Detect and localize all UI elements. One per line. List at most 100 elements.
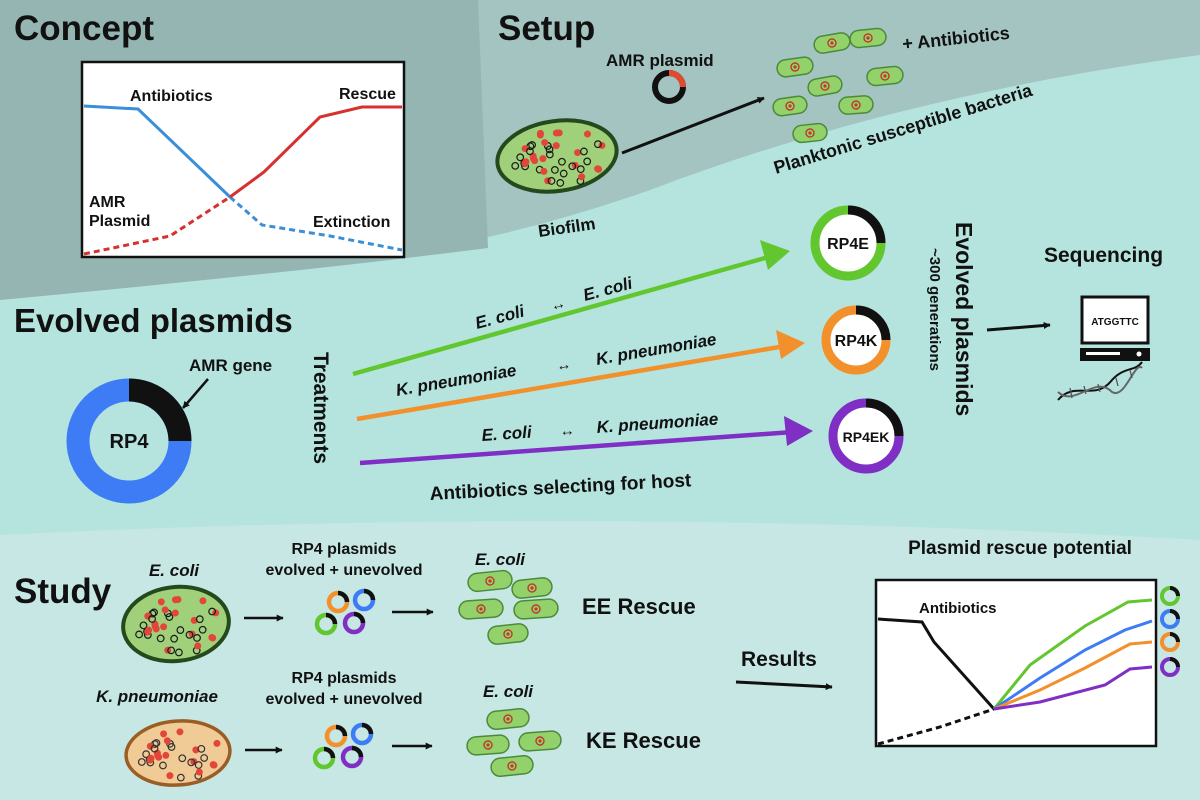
biofilm-cell-dot	[209, 634, 217, 642]
biofilm-cell-dot	[166, 772, 174, 780]
treatment-arrowhead-purple	[784, 416, 813, 446]
biofilm-cell-dot	[190, 616, 198, 624]
biofilm-cell-dot	[194, 642, 202, 650]
bacterium-cell	[490, 754, 534, 778]
biofilm-cell-ring	[559, 169, 568, 178]
row2-plasmids-line1: RP4 plasmids	[292, 670, 397, 687]
biofilm-cell-ring	[193, 634, 201, 642]
sequencing-arrow	[986, 322, 1051, 332]
biofilm-cell-dot	[530, 155, 538, 163]
bacterium-cell	[776, 56, 814, 78]
rescue-legend-rings	[1160, 586, 1180, 677]
biofilm-cell-ring	[558, 157, 566, 166]
rp4ek-label: RP4EK	[843, 429, 890, 445]
concept-plasmid-label: Plasmid	[89, 213, 150, 230]
bacterium-cell	[487, 623, 529, 645]
biofilm-cell-ring	[197, 744, 206, 753]
biofilm-cell-dot	[145, 626, 153, 634]
rp4-label: RP4	[110, 431, 150, 453]
evolved-plasmids-label: Evolved plasmids	[951, 222, 977, 416]
dna-helix-icon	[1057, 361, 1143, 401]
concept-amr-plasmid-curve	[83, 195, 231, 256]
sequencer-computer-icon: ATGGTTC	[1080, 295, 1150, 361]
biofilm-cell-dot	[171, 609, 179, 617]
biofilm-cell-ring	[176, 626, 185, 634]
setup-heading: Setup	[498, 9, 595, 48]
amr-gene-arrow	[182, 378, 209, 409]
row2-recipient-label: E. coli	[483, 682, 534, 701]
results-label: Results	[741, 648, 817, 671]
biofilm-cell-ring	[594, 140, 602, 149]
sequencing-label: Sequencing	[1044, 244, 1163, 267]
biofilm-cell-dot	[160, 730, 168, 738]
setup-biofilm	[495, 118, 619, 194]
biofilm-cell-dot	[199, 597, 207, 605]
biofilm-cell-ring	[547, 177, 556, 185]
biofilm-cell-ring	[194, 761, 203, 769]
biofilm-cell-ring	[159, 761, 167, 770]
rp4k-gene-arc	[855, 305, 891, 341]
amr-gene-label: AMR gene	[189, 356, 272, 375]
biofilm-cell-ring	[178, 754, 187, 763]
biofilm-cell-ring	[580, 147, 588, 156]
biofilm-cell-dot	[195, 768, 203, 776]
biofilm-cell-ring	[550, 166, 559, 174]
row2-plasmids-line2: evolved + unevolved	[266, 691, 423, 708]
concept-heading: Concept	[14, 9, 154, 48]
rescue-curve-purple	[993, 665, 1153, 711]
biofilm-cell-dot	[574, 149, 582, 157]
biofilm-cell-dot	[213, 739, 221, 747]
row2-plasmid-cluster	[312, 722, 374, 770]
treatment-arrowhead-green	[760, 240, 790, 270]
biofilm-cell-ring	[198, 625, 207, 634]
biofilm-cell-dot	[598, 141, 606, 149]
biofilm-cell-dot	[536, 129, 544, 137]
treatment-arrow-orange	[356, 343, 786, 422]
biofilm-cell-dot	[151, 623, 159, 631]
row2-kpneumoniae-biofilm	[124, 719, 232, 787]
treatment-arrowhead-orange	[776, 330, 805, 359]
biofilm-cell-dot	[583, 130, 591, 138]
biofilm-cell-dot	[146, 742, 154, 750]
setup-amr-plasmid-label: AMR plasmid	[606, 51, 714, 70]
biofilm-cell-ring	[208, 607, 217, 616]
row1-biofilm-cells	[135, 596, 220, 657]
bacterium-cell	[866, 65, 904, 87]
biofilm-cell-dot	[595, 165, 603, 173]
biofilm-cell-dot	[176, 728, 184, 736]
biofilm-cell-dot	[552, 142, 560, 150]
row1-ecoli-biofilm	[121, 584, 231, 664]
bacterium-cell	[518, 730, 562, 752]
row2-host-label: K. pneumoniae	[96, 687, 218, 706]
plasmid-ring	[314, 612, 338, 636]
biofilm-cell-ring	[175, 648, 183, 657]
concept-amr-label: AMR	[89, 194, 126, 211]
bacterium-cell	[466, 734, 510, 756]
row1-plasmids-line1: RP4 plasmids	[292, 541, 397, 558]
biofilm-cell-dot	[541, 139, 549, 147]
row1-result-label: EE Rescue	[582, 594, 696, 619]
bacterium-cell	[458, 598, 504, 620]
treatment-green-exchange: ↔	[549, 295, 568, 315]
bacterium-cell	[467, 569, 513, 593]
concept-antibiotics-label: Antibiotics	[130, 88, 213, 105]
plasmid-ring	[1160, 586, 1180, 606]
row2-recipient-cells	[466, 707, 562, 778]
bacterium-cell	[807, 75, 843, 97]
biofilm-cell-dot	[163, 737, 171, 745]
rescue-antibiotics-label: Antibiotics	[919, 600, 997, 617]
setup-planktonic-cells	[772, 27, 904, 144]
biofilm-cell-dot	[522, 158, 530, 166]
plasmid-ring	[1160, 657, 1180, 677]
rescue-curve-orange	[993, 640, 1153, 711]
plasmid-ring	[312, 746, 336, 770]
rescue-curve-green	[992, 598, 1153, 710]
biofilm-cell-ring	[185, 630, 194, 639]
biofilm-cell-dot	[154, 751, 162, 759]
sequence-text: ATGGTTC	[1091, 317, 1139, 328]
row1-plasmid-cluster	[314, 588, 376, 636]
row1-plasmids-line2: evolved + unevolved	[266, 562, 423, 579]
bacterium-cell	[792, 122, 828, 144]
bacterium-cell	[511, 577, 553, 599]
